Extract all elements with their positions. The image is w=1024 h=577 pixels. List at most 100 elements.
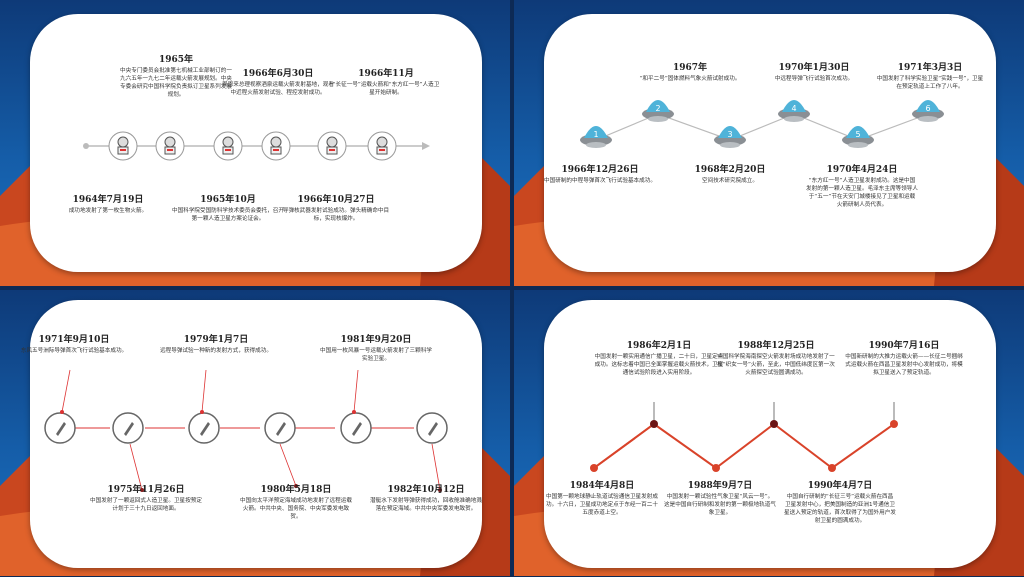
event-text: 潜艇水下发射导弹获得成功，回收舱准确地溅落在预定海域。中共中央军委发电致贺。 — [370, 498, 482, 512]
slide-timeline-1964-1966[interactable]: 1965年 中央专门委员会批准第七机械工业部制订的一九六五年一九七二年运载火箭发… — [0, 0, 510, 286]
event-text: 中国自行研制的“长征三号”运载火箭在西昌卫星发射中心，把美国制造的亚洲1号通信卫… — [784, 494, 896, 524]
event-1966-12-26: 1966年12月26日 中国研制的中程导弹首次飞行试验基本成功。 — [544, 162, 656, 185]
event-date: 1968年2月20日 — [694, 165, 766, 175]
timeline-card: 1971年9月10日 东风五号洲际导弹首次飞行试验基本成功。 1979年1月7日… — [21, 300, 482, 568]
event-1979-01-07: 1979年1月7日 远程导弹试验一种新的发射方式，获得成功。 — [160, 332, 272, 355]
event-text: 成功地发射了第一枚生物火箭。 — [68, 208, 148, 214]
rocket-timeline-drawing — [44, 369, 448, 492]
rocket-node-4 — [264, 412, 296, 444]
ufo-node-4: 4 — [778, 100, 810, 122]
event-date: 1990年7月16日 — [868, 341, 940, 351]
zigzag-timeline-drawing — [590, 402, 898, 472]
event-text: 中国向太平洋预定海域成功地发射了远程运载火箭。中共中央、国务院、中央军委发电致贺… — [240, 498, 352, 520]
rocket-node-1 — [44, 412, 76, 444]
event-date: 1966年10月27日 — [297, 195, 375, 205]
ufo-number: 3 — [727, 130, 732, 139]
ufo-number: 6 — [925, 104, 930, 113]
slide-timeline-1971-1982[interactable]: 1971年9月10日 东风五号洲际导弹首次飞行试验基本成功。 1979年1月7日… — [0, 290, 510, 576]
ufo-number: 1 — [593, 130, 598, 139]
slide-timeline-1966-1971[interactable]: 1 2 3 4 5 6 1967年 “和平二号”固体燃料气象火箭试射成功。 19… — [514, 0, 1024, 286]
event-date: 1965年 — [158, 55, 194, 65]
event-date: 1966年11月 — [358, 69, 414, 79]
timeline-card: 1965年 中央专门委员会批准第七机械工业部制订的一九六五年一九七二年运载火箭发… — [30, 14, 482, 272]
zigzag-point — [890, 420, 898, 428]
event-text: 中国研制的中程导弹首次飞行试验基本成功。 — [544, 178, 656, 184]
zigzag-point — [770, 420, 778, 428]
event-date: 1971年3月3日 — [897, 63, 963, 73]
event-date: 1990年4月7日 — [807, 481, 873, 491]
event-1982-10-12: 1982年10月12日 潜艇水下发射导弹获得成功，回收舱准确地溅落在预定海域。中… — [370, 482, 482, 513]
event-1988-09-07: 1988年9月7日 中国发射一颗试验性气象卫星“风云一号”。这是中国自行研制和发… — [664, 478, 776, 517]
event-date: 1980年5月18日 — [260, 485, 332, 495]
ufo-node-6: 6 — [912, 100, 944, 122]
event-1975-11-26: 1975年11月26日 中国发射了一颗返回式人造卫星。卫星按预定计划于三十九日返… — [90, 482, 202, 513]
event-1990-07-16: 1990年7月16日 中国新研制的大推力运载火箭——长征二号捆绑式运载火箭在西昌… — [844, 338, 964, 377]
astronaut-node-3 — [213, 131, 243, 161]
event-1971-03-03: 1971年3月3日 中国发射了科学实验卫星“实践一号”，卫星在预定轨道上工作了八… — [874, 60, 986, 91]
event-text: 中国发射一颗实用通信广播卫星，二十日，卫星定点成功。这标志着中国已全面掌握运载火… — [594, 354, 724, 376]
event-date: 1984年4月8日 — [569, 481, 635, 491]
ufo-timeline-drawing: 1 2 3 4 5 6 — [580, 100, 944, 148]
event-date: 1971年9月10日 — [38, 335, 110, 345]
event-text: 中央专门委员会批准第七机械工业部制订的一九六五年一九七二年运载火箭发展规划。中央… — [120, 68, 232, 98]
zigzag-point — [590, 464, 598, 472]
event-1965: 1965年 中央专门委员会批准第七机械工业部制订的一九六五年一九七二年运载火箭发… — [120, 52, 232, 99]
event-text: 中国新研制的大推力运载火箭——长征二号捆绑式运载火箭在西昌卫星发射中心发射成功，… — [845, 354, 963, 376]
event-text: 远程导弹试验一种新的发射方式，获得成功。 — [160, 348, 272, 354]
event-text: 中国发射了一颗返回式人造卫星。卫星按预定计划于三十九日返回地面。 — [90, 498, 202, 512]
rocket-node-2 — [112, 412, 144, 444]
astronaut-node-1 — [108, 131, 138, 161]
event-date: 1988年9月7日 — [687, 481, 753, 491]
event-1964-07-19: 1964年7月19日 成功地发射了第一枚生物火箭。 — [52, 192, 164, 215]
event-date: 1975年11月26日 — [107, 485, 185, 495]
event-date: 1970年4月24日 — [826, 165, 898, 175]
event-1970-04-24: 1970年4月24日 “东方红一号”人造卫星发射成功。这是中国发射的第一颗人造卫… — [806, 162, 918, 209]
ufo-node-3: 3 — [714, 126, 746, 148]
event-text: 中国科学院受国防科学技术委员会委托，召开第一颗人造卫星方案论证会。 — [172, 208, 284, 222]
event-date: 1986年2月1日 — [626, 341, 692, 351]
event-1984-04-08: 1984年4月8日 中国第一颗地球静止轨道试验通信卫星发射成功。十六日，卫星成功… — [544, 478, 660, 517]
event-text: “长征一号”运载火箭和“东方红一号”人造卫星开始研制。 — [332, 82, 440, 96]
event-1990-04-07: 1990年4月7日 中国自行研制的“长征三号”运载火箭在西昌卫星发射中心，把美国… — [784, 478, 896, 525]
event-text: 中国第一颗地球静止轨道试验通信卫星发射成功。十六日，卫星成功地定点于东经一百二十… — [546, 494, 658, 516]
timeline-drawing — [83, 131, 430, 161]
ufo-node-5: 5 — [842, 126, 874, 148]
event-1970-01-30: 1970年1月30日 中远程导弹飞行试验首次成功。 — [758, 60, 870, 83]
event-1981-09-20: 1981年9月20日 中国用一枚风暴一号运载火箭发射了三颗科学实验卫星。 — [320, 332, 432, 363]
ufo-number: 4 — [791, 104, 796, 113]
event-text: 空间技术研究院成立。 — [702, 178, 758, 184]
event-text: 周恩来总理视察酒泉运载火箭发射基地，观看中近程火箭发射试验、程控发射成功。 — [222, 82, 334, 96]
astronaut-node-6 — [367, 131, 397, 161]
event-text: 中远程导弹飞行试验首次成功。 — [774, 76, 854, 82]
event-1966-10-27: 1966年10月27日 导弹核武器发射试验成功。弹头精确命中目标，实现核爆炸。 — [280, 192, 392, 223]
rocket-node-6 — [416, 412, 448, 444]
event-text: “东方红一号”人造卫星发射成功。这是中国发射的第一颗人造卫星。毛泽东主席等领导人… — [806, 178, 918, 208]
event-date: 1964年7月19日 — [72, 195, 144, 205]
zigzag-point — [712, 464, 720, 472]
event-date: 1988年12月25日 — [737, 341, 815, 351]
event-date: 1979年1月7日 — [183, 335, 249, 345]
event-text: 中国发射一颗试验性气象卫星“风云一号”。这是中国自行研制和发射的第一颗极地轨道气… — [664, 494, 776, 516]
event-1986-02-01: 1986年2月1日 中国发射一颗实用通信广播卫星，二十日，卫星定点成功。这标志着… — [594, 338, 724, 377]
slide-timeline-1984-1990[interactable]: 1986年2月1日 中国发射一颗实用通信广播卫星，二十日，卫星定点成功。这标志着… — [514, 290, 1024, 576]
event-text: 导弹核武器发射试验成功。弹头精确命中目标，实现核爆炸。 — [282, 208, 390, 222]
event-date: 1965年10月 — [200, 195, 256, 205]
astronaut-node-2 — [155, 131, 185, 161]
event-1968-02-20: 1968年2月20日 空间技术研究院成立。 — [674, 162, 786, 185]
event-1980-05-18: 1980年5月18日 中国向太平洋预定海域成功地发射了远程运载火箭。中共中央、国… — [240, 482, 352, 521]
ufo-node-2: 2 — [642, 100, 674, 122]
event-1988-12-25: 1988年12月25日 中国科学院海南探空火箭发射场成功地发射了一枚“织女一号”… — [716, 338, 836, 377]
astronaut-node-5 — [317, 131, 347, 161]
event-1966-06-30: 1966年6月30日 周恩来总理视察酒泉运载火箭发射基地，观看中近程火箭发射试验… — [222, 66, 334, 97]
rocket-node-5 — [340, 412, 372, 444]
event-date: 1966年12月26日 — [561, 165, 639, 175]
event-1967: 1967年 “和平二号”固体燃料气象火箭试射成功。 — [634, 60, 746, 83]
timeline-card: 1986年2月1日 中国发射一颗实用通信广播卫星，二十日，卫星定点成功。这标志着… — [544, 300, 996, 568]
ufo-number: 2 — [655, 104, 660, 113]
timeline-card: 1 2 3 4 5 6 1967年 “和平二号”固体燃料气象火箭试射成功。 19… — [544, 14, 996, 272]
event-date: 1981年9月20日 — [340, 335, 412, 345]
event-text: 东风五号洲际导弹首次飞行试验基本成功。 — [20, 348, 128, 354]
event-text: 中国科学院海南探空火箭发射场成功地发射了一枚“织女一号”火箭，至此，中国低纬度区… — [717, 354, 835, 376]
event-date: 1970年1月30日 — [778, 63, 850, 73]
rocket-node-3 — [188, 412, 220, 444]
